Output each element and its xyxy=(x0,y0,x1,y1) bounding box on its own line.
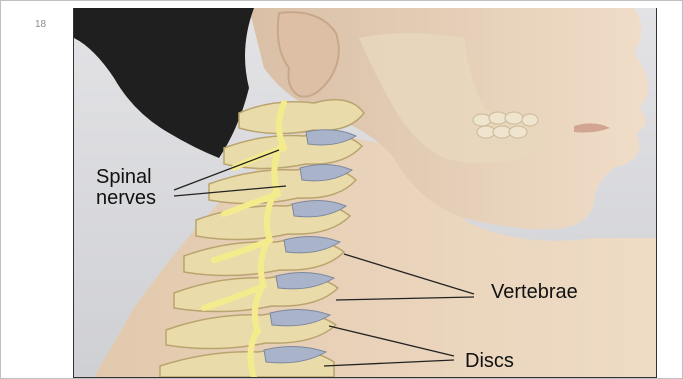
label-spinal-nerves-line1: Spinal xyxy=(96,167,156,188)
cervical-spine-illustration: Spinal nerves Vertebrae Discs xyxy=(73,8,657,378)
slide-number: 18 xyxy=(35,19,46,30)
label-discs: Discs xyxy=(465,351,514,372)
anatomy-drawing xyxy=(74,8,656,377)
label-spinal-nerves: Spinal nerves xyxy=(96,167,156,209)
label-vertebrae: Vertebrae xyxy=(491,282,578,303)
label-spinal-nerves-line2: nerves xyxy=(96,188,156,209)
